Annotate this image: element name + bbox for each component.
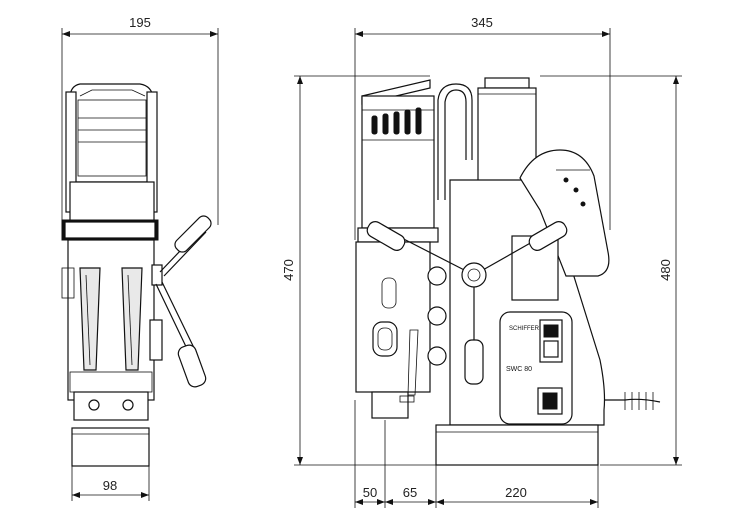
dim-side-width: 195	[129, 15, 151, 30]
dim-base-width-side: 98	[103, 478, 117, 493]
dim-overall-length: 345	[471, 15, 493, 30]
dim-height-right: 480	[658, 259, 673, 281]
side-view	[355, 77, 661, 466]
front-view	[61, 83, 212, 467]
dim-offset-a: 50	[363, 485, 377, 500]
dim-height-left: 470	[281, 259, 296, 281]
brand-label: SCHIFFER	[509, 326, 540, 332]
model-label: SWC 80	[506, 366, 532, 373]
dimension-lines	[61, 28, 682, 508]
dim-offset-b: 65	[403, 485, 417, 500]
dim-base-length: 220	[505, 485, 527, 500]
